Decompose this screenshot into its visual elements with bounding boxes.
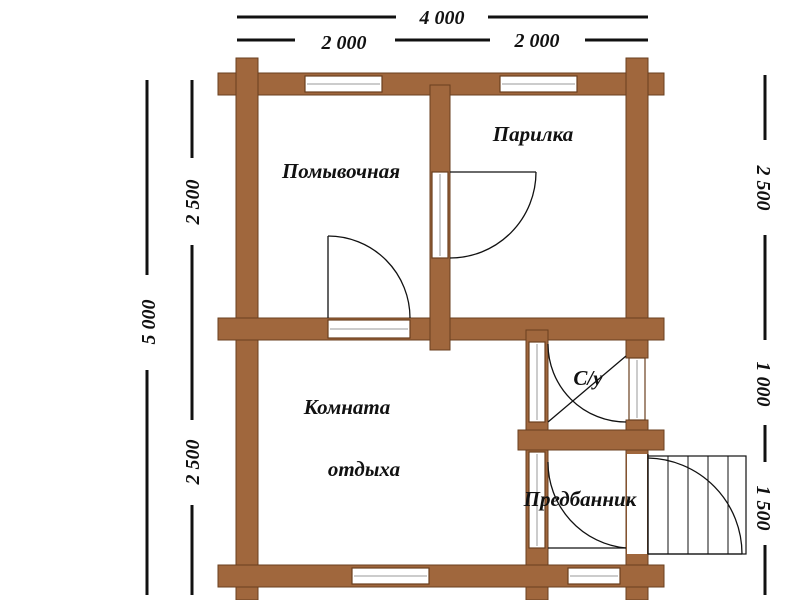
room-label-toilet: С/у xyxy=(573,366,603,390)
window-steam-top xyxy=(499,75,578,93)
window-rest-bottom xyxy=(351,567,430,585)
door-entrance xyxy=(627,454,743,555)
windows xyxy=(304,75,646,585)
dim-label-top-total: 4 000 xyxy=(419,7,465,29)
room-label-washroom: Помывочная xyxy=(281,159,400,183)
dim-label-left-upper: 2 500 xyxy=(182,180,204,226)
wall-right-upper xyxy=(625,57,649,359)
room-label-rest-line2: отдыха xyxy=(328,457,400,481)
dim-label-left-total: 5 000 xyxy=(138,300,160,345)
dim-label-right-middle: 1 000 xyxy=(752,362,774,407)
window-vestibule-bottom xyxy=(567,567,621,585)
window-washroom-top xyxy=(304,75,383,93)
entrance-steps xyxy=(647,455,747,555)
dim-label-right-upper: 2 500 xyxy=(752,165,774,211)
dim-label-left-lower: 2 500 xyxy=(182,440,204,486)
door-toilet xyxy=(528,341,627,423)
door-washroom xyxy=(327,235,411,339)
dim-label-top-left: 2 000 xyxy=(321,32,367,54)
dim-label-right-lower: 1 500 xyxy=(752,486,774,531)
room-label-steam-room: Парилка xyxy=(492,122,573,146)
walls xyxy=(217,57,665,600)
window-toilet-right xyxy=(628,357,646,421)
doors xyxy=(327,171,743,555)
dimension-lines xyxy=(145,15,767,595)
door-vestibule-inner xyxy=(528,451,627,549)
wall-toilet-vestibule xyxy=(517,429,665,451)
door-steam-room xyxy=(431,171,537,259)
dim-label-top-right: 2 000 xyxy=(514,30,560,52)
wall-bottom xyxy=(217,564,665,588)
room-label-rest-line1: Комната xyxy=(303,395,391,419)
room-label-vestibule: Предбанник xyxy=(523,487,638,511)
